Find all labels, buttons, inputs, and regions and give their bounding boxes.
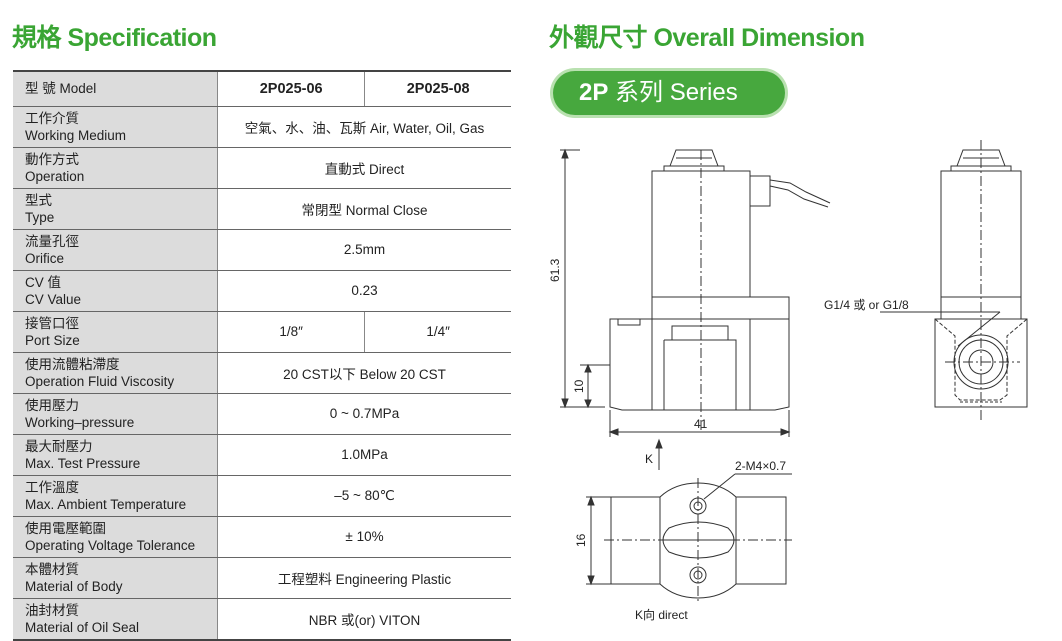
row-value: 直動式 Direct bbox=[217, 147, 511, 189]
row-label-zh: 油封材質 bbox=[25, 602, 79, 618]
row-label-en: Working Medium bbox=[25, 127, 127, 143]
row-value: 2.5mm bbox=[217, 229, 511, 271]
row-label-zh: 使用電壓範圍 bbox=[25, 520, 106, 536]
row-value: 常閉型 Normal Close bbox=[217, 188, 511, 230]
port-label: G1/4 或 or G1/8 bbox=[824, 298, 909, 312]
row-label-zh: 本體材質 bbox=[25, 561, 79, 577]
dim-width-label: 41 bbox=[694, 417, 708, 431]
row-label-en: Orifice bbox=[25, 250, 65, 266]
k-arrow-label: K bbox=[645, 452, 653, 466]
k-view-label: K向 direct bbox=[635, 607, 688, 622]
row-label-en: Material of Oil Seal bbox=[25, 619, 140, 635]
row-label-zh: 動作方式 bbox=[25, 151, 79, 167]
dimension-title: 外觀尺寸 Overall Dimension bbox=[549, 24, 865, 52]
row-label-en: Max. Test Pressure bbox=[25, 455, 141, 471]
row-label-zh: 接管口徑 bbox=[25, 315, 79, 331]
model-label-en: Model bbox=[59, 81, 97, 97]
row-value: 20 CST以下 Below 20 CST bbox=[217, 352, 511, 394]
row-label-zh: 工作介質 bbox=[25, 110, 79, 126]
row-label-zh: CV 值 bbox=[25, 274, 62, 290]
row-label-en: Working–pressure bbox=[25, 414, 135, 430]
series-badge-bold: 2P bbox=[579, 79, 609, 106]
model-col1: 2P025-06 bbox=[216, 70, 365, 107]
dim-height-label: 61.3 bbox=[548, 258, 562, 282]
row-label-en: Operation bbox=[25, 168, 85, 184]
spec-title: 規格 Specification bbox=[12, 24, 217, 52]
table-header-row: 型 號 Model 2P025-06 2P025-08 bbox=[13, 70, 511, 107]
row-label-en: Operation Fluid Viscosity bbox=[25, 373, 175, 389]
front-view: 61.3 10 41 K bbox=[548, 148, 831, 470]
row-value: ± 10% bbox=[217, 516, 511, 558]
row-label-zh: 型式 bbox=[25, 192, 52, 208]
row-label-en: Type bbox=[25, 209, 55, 225]
row-value: 1.0MPa bbox=[217, 434, 511, 476]
thread-label: 2-M4×0.7 bbox=[735, 459, 786, 473]
row-value-col2: 1/4″ bbox=[364, 311, 511, 353]
model-label-zh: 型 號 bbox=[25, 81, 56, 97]
row-label-zh: 使用流體粘滯度 bbox=[25, 356, 120, 372]
row-label-en: CV Value bbox=[25, 291, 82, 307]
row-value: 空氣、水、油、瓦斯 Air, Water, Oil, Gas bbox=[217, 106, 511, 148]
bottom-view: 2-M4×0.7 16 K向 direct bbox=[574, 459, 792, 622]
row-label-zh: 工作溫度 bbox=[25, 479, 79, 495]
dim-base-label: 10 bbox=[572, 379, 586, 393]
series-badge-text: 系列 Series bbox=[608, 79, 738, 106]
row-value: 工程塑料 Engineering Plastic bbox=[217, 557, 511, 599]
row-value: NBR 或(or) VITON bbox=[217, 598, 511, 641]
model-col2: 2P025-08 bbox=[364, 70, 511, 107]
dim-bottom-label: 16 bbox=[574, 533, 588, 547]
row-label-en: Port Size bbox=[25, 332, 80, 348]
row-value: 0.23 bbox=[217, 270, 511, 312]
row-label-zh: 流量孔徑 bbox=[25, 233, 79, 249]
row-value: 0 ~ 0.7MPa bbox=[217, 393, 511, 435]
row-value-col1: 1/8″ bbox=[216, 311, 365, 353]
row-label-zh: 最大耐壓力 bbox=[25, 438, 93, 454]
row-label-en: Operating Voltage Tolerance bbox=[25, 537, 196, 553]
row-label-en: Max. Ambient Temperature bbox=[25, 496, 187, 512]
side-view: G1/4 或 or G1/8 bbox=[824, 140, 1028, 420]
row-label-zh: 使用壓力 bbox=[25, 397, 79, 413]
row-label-en: Material of Body bbox=[25, 578, 123, 594]
row-value: –5 ~ 80℃ bbox=[217, 475, 511, 517]
series-badge: 2P 系列 Series bbox=[553, 71, 785, 115]
